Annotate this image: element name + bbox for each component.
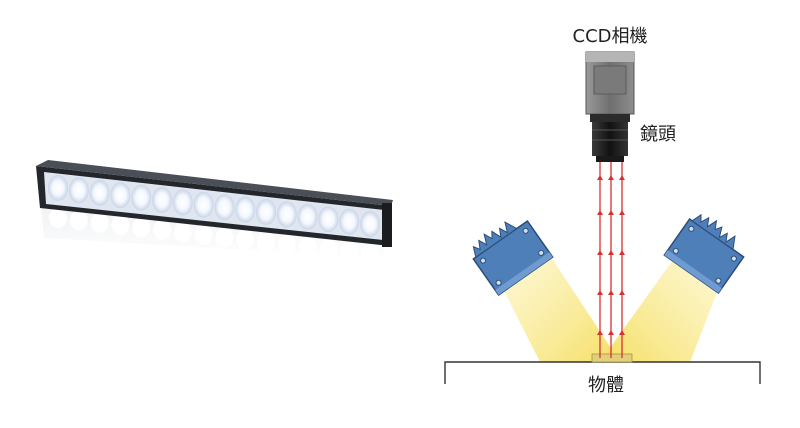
ray-arrow [608,210,614,215]
led-4 [110,182,131,209]
led-5 [131,184,152,211]
ray-arrow [619,290,625,295]
led-13 [297,203,318,230]
led-15 [339,208,360,235]
led-8 [193,191,214,218]
led-12 [276,201,297,228]
camera-label: CCD相機 [573,26,648,47]
reflected-rays [597,162,625,358]
ray-arrow [597,250,603,255]
led-10 [235,196,256,223]
led-16 [360,211,380,237]
led-7 [172,189,193,216]
camera-lens [590,114,630,162]
led-3 [89,179,110,206]
ray-arrow [608,330,614,335]
ray-arrow [619,175,625,180]
ray-arrow [597,175,603,180]
right-lamp [663,213,745,294]
led-array [48,175,380,237]
left-lamp [472,220,554,296]
led-14 [318,206,339,233]
ccd-camera [585,51,635,115]
ray-arrow [597,210,603,215]
led-1 [48,175,68,201]
led-11 [256,199,276,225]
led-6 [152,187,172,213]
led-9 [214,194,235,221]
ray-arrow [608,250,614,255]
ray-arrow [597,290,603,295]
led-2 [68,177,89,204]
lens-label: 鏡頭 [640,124,676,145]
ray-arrow [619,250,625,255]
object-sample [591,353,633,363]
object-label: 物體 [588,375,624,396]
ray-arrow [608,290,614,295]
ray-arrow [619,210,625,215]
led-bar-light [36,160,393,264]
ray-arrow [597,330,603,335]
ray-arrow [619,330,625,335]
ray-arrow [608,175,614,180]
